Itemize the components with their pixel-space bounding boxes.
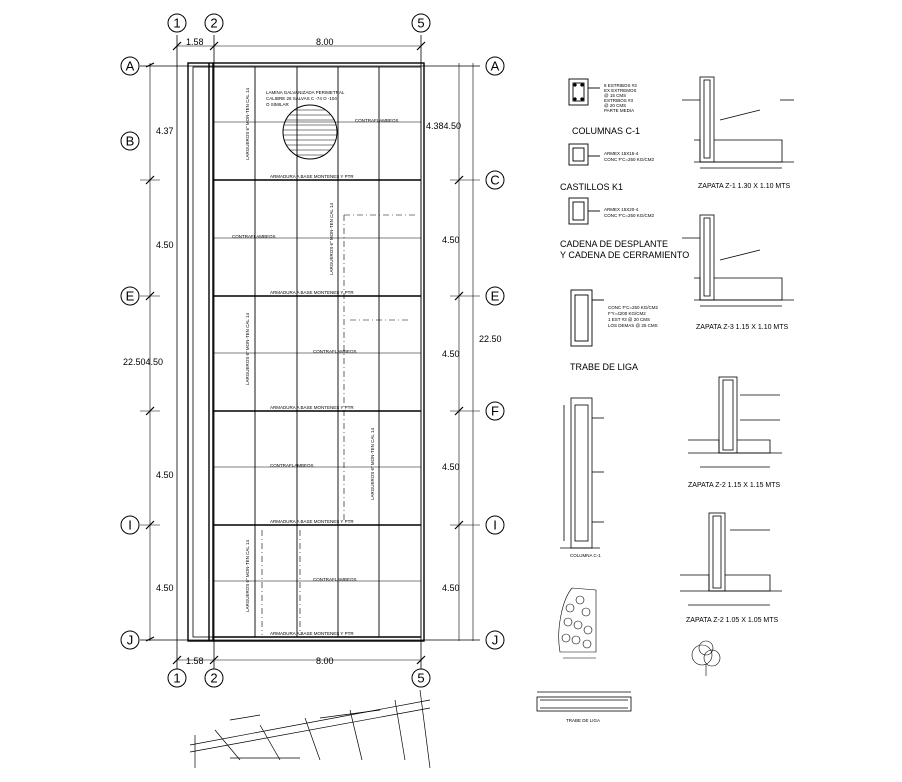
axis-label: E bbox=[491, 289, 500, 304]
detail-title: COLUMNAS C-1 bbox=[572, 126, 640, 136]
spec-note: F'Y=4200 KG/CM2 bbox=[608, 311, 646, 316]
contraflambeo-label: CONTRAFLAMBEOS bbox=[313, 349, 357, 354]
spec-note: CONC F'C=250 KG/CM2 bbox=[608, 305, 658, 310]
truss-label: ARMADURA A BASE MONTENES Y PTR bbox=[270, 631, 354, 636]
footing-label: ZAPATA Z-2 1.05 X 1.05 MTS bbox=[686, 617, 779, 624]
small-tree-detail bbox=[691, 640, 721, 676]
axis-label: I bbox=[493, 518, 497, 533]
plan-view bbox=[120, 13, 505, 688]
footing-z2a bbox=[688, 376, 782, 468]
dimension-label: 4.50 bbox=[442, 462, 460, 472]
axis-label: 2 bbox=[210, 671, 217, 686]
spec-note: ARMEX 15X15-4 bbox=[604, 151, 639, 156]
dimension-label: 22.504.50 bbox=[123, 357, 163, 367]
dimension-label: 4.37 bbox=[156, 126, 174, 136]
detail-title: CASTILLOS K1 bbox=[560, 182, 623, 192]
dimension-label: 4.384.50 bbox=[426, 121, 461, 131]
purlin-label: LARGUEROS 6" MON-TEN CAL 14 bbox=[245, 313, 250, 385]
spec-note: @ 20 CMS bbox=[604, 103, 626, 108]
contraflambeo-label: CONTRAFLAMBEOS bbox=[355, 118, 399, 123]
detail-title: Y CADENA DE CERRAMIENTO bbox=[560, 250, 689, 260]
footing-label: ZAPATA Z-2 1.15 X 1.15 MTS bbox=[688, 482, 781, 489]
detail-title: COLUMNA C-1 bbox=[570, 553, 601, 558]
spec-note: ARMEX 15X20-4 bbox=[604, 207, 639, 212]
axis-label: I bbox=[128, 518, 132, 533]
axis-label: A bbox=[491, 59, 500, 74]
axis-label: B bbox=[126, 134, 135, 149]
spec-note: PARTE MEDIA bbox=[604, 108, 634, 113]
dimension-label: 4.50 bbox=[442, 349, 460, 359]
spec-note: ESTRIBOS #3 bbox=[604, 98, 634, 103]
axis-label: C bbox=[490, 173, 499, 188]
dimension-label: 4.50 bbox=[442, 235, 460, 245]
spec-note: @ 15 CMS bbox=[604, 93, 626, 98]
axis-label: 1 bbox=[173, 16, 180, 31]
contraflambeo-label: CONTRAFLAMBEOS bbox=[313, 577, 357, 582]
footing-z3 bbox=[682, 214, 794, 307]
spec-note: LOS DEMAS @ 25 CMS bbox=[608, 323, 658, 328]
dimension-label: 1.58 bbox=[186, 656, 204, 666]
axis-label: F bbox=[491, 404, 499, 419]
spec-note: 1 EST #3 @ 20 CMS bbox=[608, 317, 650, 322]
purlin-label: LARGUEROS 6" MON-TEN CAL 14 bbox=[370, 428, 375, 500]
axis-label: 5 bbox=[417, 671, 424, 686]
footing-z2b bbox=[680, 512, 782, 606]
axis-label: 1 bbox=[173, 671, 180, 686]
axis-label: J bbox=[492, 633, 499, 648]
truss-label: ARMADURA A BASE MONTENES Y PTR bbox=[270, 519, 354, 524]
detail-title: TRABE DE LIGA bbox=[570, 362, 638, 372]
truss-label: ARMADURA A BASE MONTENES Y PTR bbox=[270, 290, 354, 295]
spec-note: CONC F'C=250 KG/CM2 bbox=[604, 213, 654, 218]
purlin-label: LARGUEROS 6" MON-TEN CAL 14 bbox=[245, 88, 250, 160]
truss-label: ARMADURA A BASE MONTENES Y PTR bbox=[270, 405, 354, 410]
axis-label: 2 bbox=[210, 16, 217, 31]
axis-label: J bbox=[127, 633, 134, 648]
dimension-label: 22.50 bbox=[479, 334, 502, 344]
axis-label: 5 bbox=[417, 16, 424, 31]
axis-label: A bbox=[126, 59, 135, 74]
dimension-label: 4.50 bbox=[156, 240, 174, 250]
dimension-label: 4.50 bbox=[156, 583, 174, 593]
column-elevation bbox=[560, 397, 604, 549]
dimension-label: 4.50 bbox=[156, 470, 174, 480]
contraflambeo-label: CONTRAFLAMBEOS bbox=[232, 234, 276, 239]
footing-label: ZAPATA Z-3 1.15 X 1.10 MTS bbox=[696, 324, 789, 331]
spec-note: CONC F'C=250 KG/CM2 bbox=[604, 157, 654, 162]
column-detail bbox=[568, 78, 604, 347]
footing-label: ZAPATA Z-1 1.30 X 1.10 MTS bbox=[698, 183, 791, 190]
purlin-label: LARGUEROS 6" MON-TEN CAL 14 bbox=[245, 540, 250, 612]
tie-beam-detail bbox=[536, 691, 632, 712]
spec-note: 8 ESTRIBOS #3 bbox=[604, 83, 637, 88]
detail-title: TRABE DE LIGA bbox=[566, 718, 600, 723]
roof-note: LAMINA GALVANIZADA PERIMETRAL bbox=[266, 90, 345, 95]
dimension-label: 4.50 bbox=[442, 583, 460, 593]
dimension-label: 8.00 bbox=[316, 37, 334, 47]
truss-label: ARMADURA A BASE MONTENES Y PTR bbox=[270, 174, 354, 179]
stone-foundation-detail bbox=[558, 587, 597, 659]
roof-note: O SIMILAR bbox=[266, 102, 290, 107]
footing-z1 bbox=[682, 76, 794, 169]
detail-title: CADENA DE DESPLANTE bbox=[560, 239, 668, 249]
contraflambeo-label: CONTRAFLAMBEOS bbox=[270, 463, 314, 468]
dimension-label: 1.58 bbox=[186, 37, 204, 47]
purlin-label: LARGUEROS 6" MON-TEN CAL 14 bbox=[329, 203, 334, 275]
spec-note: EX EXTREMOS bbox=[604, 88, 637, 93]
axis-label: E bbox=[126, 289, 135, 304]
truss-section-fragment bbox=[189, 689, 431, 769]
roof-note: CALIBRE 26 SALVAS C -74 O -104 bbox=[266, 96, 337, 101]
dimension-label: 8.00 bbox=[316, 656, 334, 666]
